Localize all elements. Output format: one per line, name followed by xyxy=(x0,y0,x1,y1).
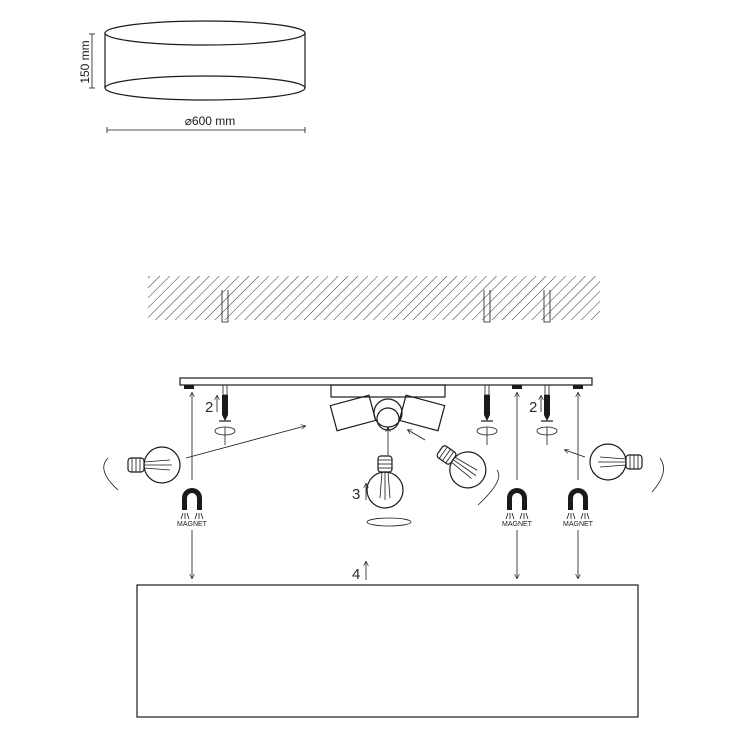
bulb-icon xyxy=(127,446,181,484)
spot-base xyxy=(330,384,446,398)
magnet-pad xyxy=(512,385,522,389)
screw-icon xyxy=(214,384,236,446)
diameter-label: ⌀600 mm xyxy=(185,114,236,128)
bulb-icon xyxy=(366,455,404,509)
ceiling-hatch xyxy=(148,276,600,320)
height-dimension xyxy=(89,33,95,89)
magnet-pad xyxy=(184,385,194,389)
magnet-right: MAGNET xyxy=(563,393,594,578)
svg-text:MAGNET: MAGNET xyxy=(563,521,594,528)
drum-shade-drawing xyxy=(104,20,306,101)
step-2-label: 2 xyxy=(529,399,537,416)
mounting-plate xyxy=(179,377,593,386)
screw-icon xyxy=(476,384,498,446)
svg-text:MAGNET: MAGNET xyxy=(502,521,533,528)
magnet-icon xyxy=(566,487,590,520)
step-2-label: 2 xyxy=(205,399,213,416)
shade-front-view xyxy=(136,584,639,718)
magnet-icon xyxy=(505,487,529,520)
ceiling-anchors xyxy=(221,290,551,323)
magnet-left: MAGNET xyxy=(177,393,208,578)
rotate-arrow xyxy=(477,469,500,506)
bulb-icon xyxy=(429,435,494,496)
screw-icon xyxy=(536,384,558,446)
svg-text:MAGNET: MAGNET xyxy=(177,521,208,528)
magnet-pad xyxy=(573,385,583,389)
rotate-arrow xyxy=(651,457,664,493)
rotate-arrow xyxy=(103,457,119,491)
width-dimension xyxy=(106,127,306,133)
step-3-label: 3 xyxy=(352,486,360,503)
bulb-icon xyxy=(589,443,643,481)
rotate-arrow xyxy=(366,517,412,527)
spotlight-cluster xyxy=(329,394,446,455)
height-label: 150 mm xyxy=(78,40,92,83)
magnet-middle: MAGNET xyxy=(502,393,533,578)
magnet-icon xyxy=(180,487,204,520)
step-4-label: 4 xyxy=(352,566,360,583)
